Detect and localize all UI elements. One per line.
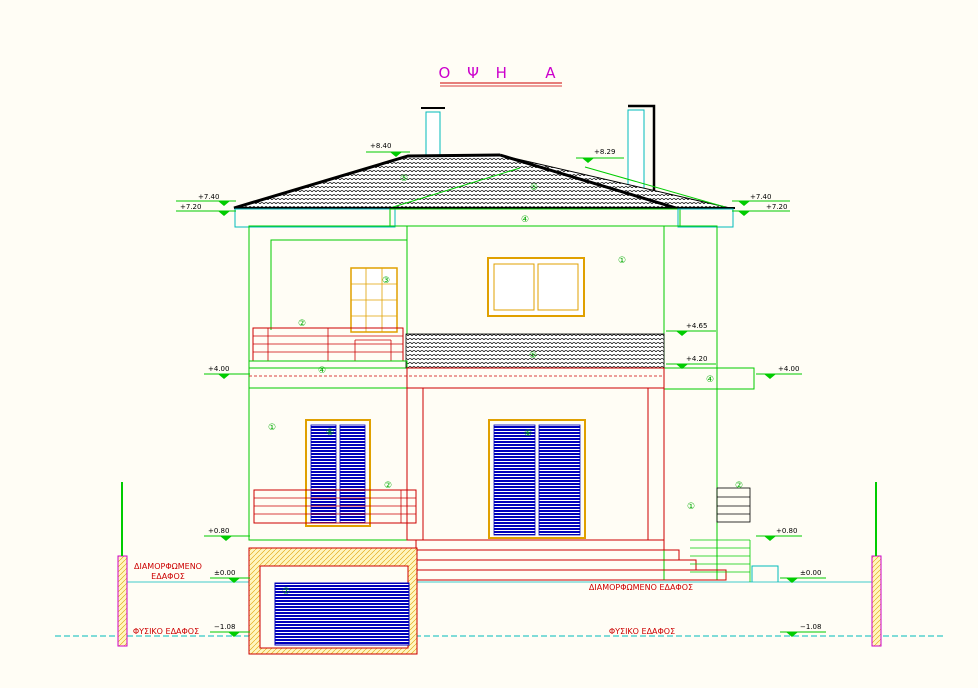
level-marker-natural-right: −1.08: [780, 623, 826, 637]
material-tag-6-door-left: ⑥: [326, 428, 334, 438]
material-tag-1-side: ①: [687, 502, 695, 512]
upper-window-pane-right: [537, 263, 579, 311]
upper-window-pane-left: [493, 263, 535, 311]
roof-ridge-left: [233, 153, 501, 210]
ground-door-center-shutter-a: [493, 424, 536, 536]
material-tag-5-roof-right: ⑤: [530, 183, 538, 193]
ground-railing-rails: [254, 490, 416, 523]
level-marker-eave-left: +7.40 +7.20: [176, 193, 236, 216]
material-tag-5-roof-left: ⑤: [400, 174, 408, 184]
cornice-right: [677, 208, 734, 228]
roof-hip-green-2: [584, 166, 726, 208]
chimney-right-flue: [628, 104, 656, 198]
upper-door-grid: [351, 268, 397, 332]
ground-pier-left: [117, 555, 128, 647]
natural-ground-label-right: ΦΥΣΙΚΟ ΕΔΑΦΟΣ: [609, 627, 675, 636]
natural-ground-label-left: ΦΥΣΙΚΟ ΕΔΑΦΟΣ: [133, 627, 199, 636]
upper-recess: [270, 239, 407, 330]
level-marker-grade-right: ±0.00: [780, 569, 826, 583]
level-marker-slab-left: +4.00: [204, 365, 250, 379]
chimney-left: [425, 111, 441, 157]
material-tag-4-slab: ④: [318, 366, 326, 376]
garage-door: [274, 582, 410, 646]
side-railing: [716, 487, 751, 523]
material-tag-4-cornice: ④: [521, 215, 529, 225]
level-text-ground-right: +0.80: [776, 527, 797, 535]
right-tower: [663, 225, 718, 581]
level-text-ground-left: +0.80: [208, 527, 229, 535]
level-marker-balcony-roof: +4.65 +4.20: [666, 322, 716, 369]
roof-hip-green: [389, 167, 521, 209]
level-marker-ground-right: +0.80: [756, 527, 802, 541]
level-text-natural-right: −1.08: [800, 623, 821, 631]
ground-door-left-frame: [305, 419, 371, 527]
level-text-slab-right: +4.00: [778, 365, 799, 373]
porch-column-right: [647, 387, 665, 541]
material-tag-4-slab-right: ④: [706, 375, 714, 385]
level-text-slab-left: +4.00: [208, 365, 229, 373]
material-tag-3: ③: [382, 276, 390, 286]
level-text-ridge-right: +8.29: [594, 148, 615, 156]
material-tag-2-side: ②: [735, 481, 743, 491]
formed-ground-label-right: ΔΙΑΜΟΡΦΩΜΕΝΟ ΕΔΑΦΟΣ: [589, 583, 693, 592]
level-marker-ground-left: +0.80: [204, 527, 250, 541]
formed-ground-label-left-2: ΕΔΑΦΟΣ: [151, 572, 185, 581]
level-marker-slab-right: +4.00: [756, 365, 802, 379]
level-text-grade-right: ±0.00: [800, 569, 821, 577]
front-steps: [415, 539, 727, 581]
level-marker-ridge-left: +8.40: [366, 142, 410, 157]
level-marker-ridge-right: +8.29: [576, 148, 624, 163]
roof: [233, 154, 731, 209]
level-marker-grade-left: ±0.00: [210, 569, 250, 583]
material-tag-2-ground: ②: [384, 481, 392, 491]
side-steps: [690, 539, 751, 582]
level-text-eave-left-bottom: +7.20: [180, 203, 201, 211]
level-text-grade-left: ±0.00: [214, 569, 235, 577]
ground-door-center-frame: [488, 419, 586, 539]
level-text-eave-left-top: +7.40: [198, 193, 219, 201]
ground-pier-right: [871, 555, 882, 647]
material-tag-1-upper: ①: [618, 256, 626, 266]
cornice-left: [234, 208, 396, 228]
porch-frame: [406, 367, 665, 541]
side-step-cyan: [751, 565, 779, 582]
material-tag-6-door-center: ⑥: [524, 429, 532, 439]
floor-slab-band: [248, 360, 408, 389]
porch-column-left: [406, 387, 424, 541]
material-tag-5-balcony-roof: ⑤: [529, 351, 537, 361]
level-text-balcony-roof-bottom: +4.20: [686, 355, 707, 363]
upper-railing-rails: [253, 328, 403, 361]
drawing-title: Ο Ψ Η Α: [439, 64, 562, 82]
roof-ridge-right: [499, 153, 677, 210]
ground-door-center-shutter-b: [538, 424, 581, 536]
ground-door-left-shutter-a: [310, 424, 337, 524]
material-tag-1-ground: ①: [268, 423, 276, 433]
ground-balcony-railing: [253, 489, 417, 524]
level-text-natural-left: −1.08: [214, 623, 235, 631]
level-marker-eave-right: +7.40 +7.20: [732, 193, 790, 216]
level-marker-natural-left: −1.08: [210, 623, 250, 637]
upper-window: [487, 257, 585, 317]
material-tag-7-garage: ⑦: [282, 587, 290, 597]
level-text-ridge-left: +8.40: [370, 142, 391, 150]
level-text-eave-right-top: +7.40: [750, 193, 771, 201]
level-text-balcony-roof-top: +4.65: [686, 322, 707, 330]
level-text-eave-right-bottom: +7.20: [766, 203, 787, 211]
material-tag-2-upper: ②: [298, 319, 306, 329]
ground-door-left-shutter-b: [339, 424, 366, 524]
cornice-band: [389, 208, 681, 227]
formed-ground-label-left-1: ΔΙΑΜΟΡΦΩΜΕΝΟ: [134, 562, 202, 571]
side-railing-rails: [717, 496, 750, 515]
